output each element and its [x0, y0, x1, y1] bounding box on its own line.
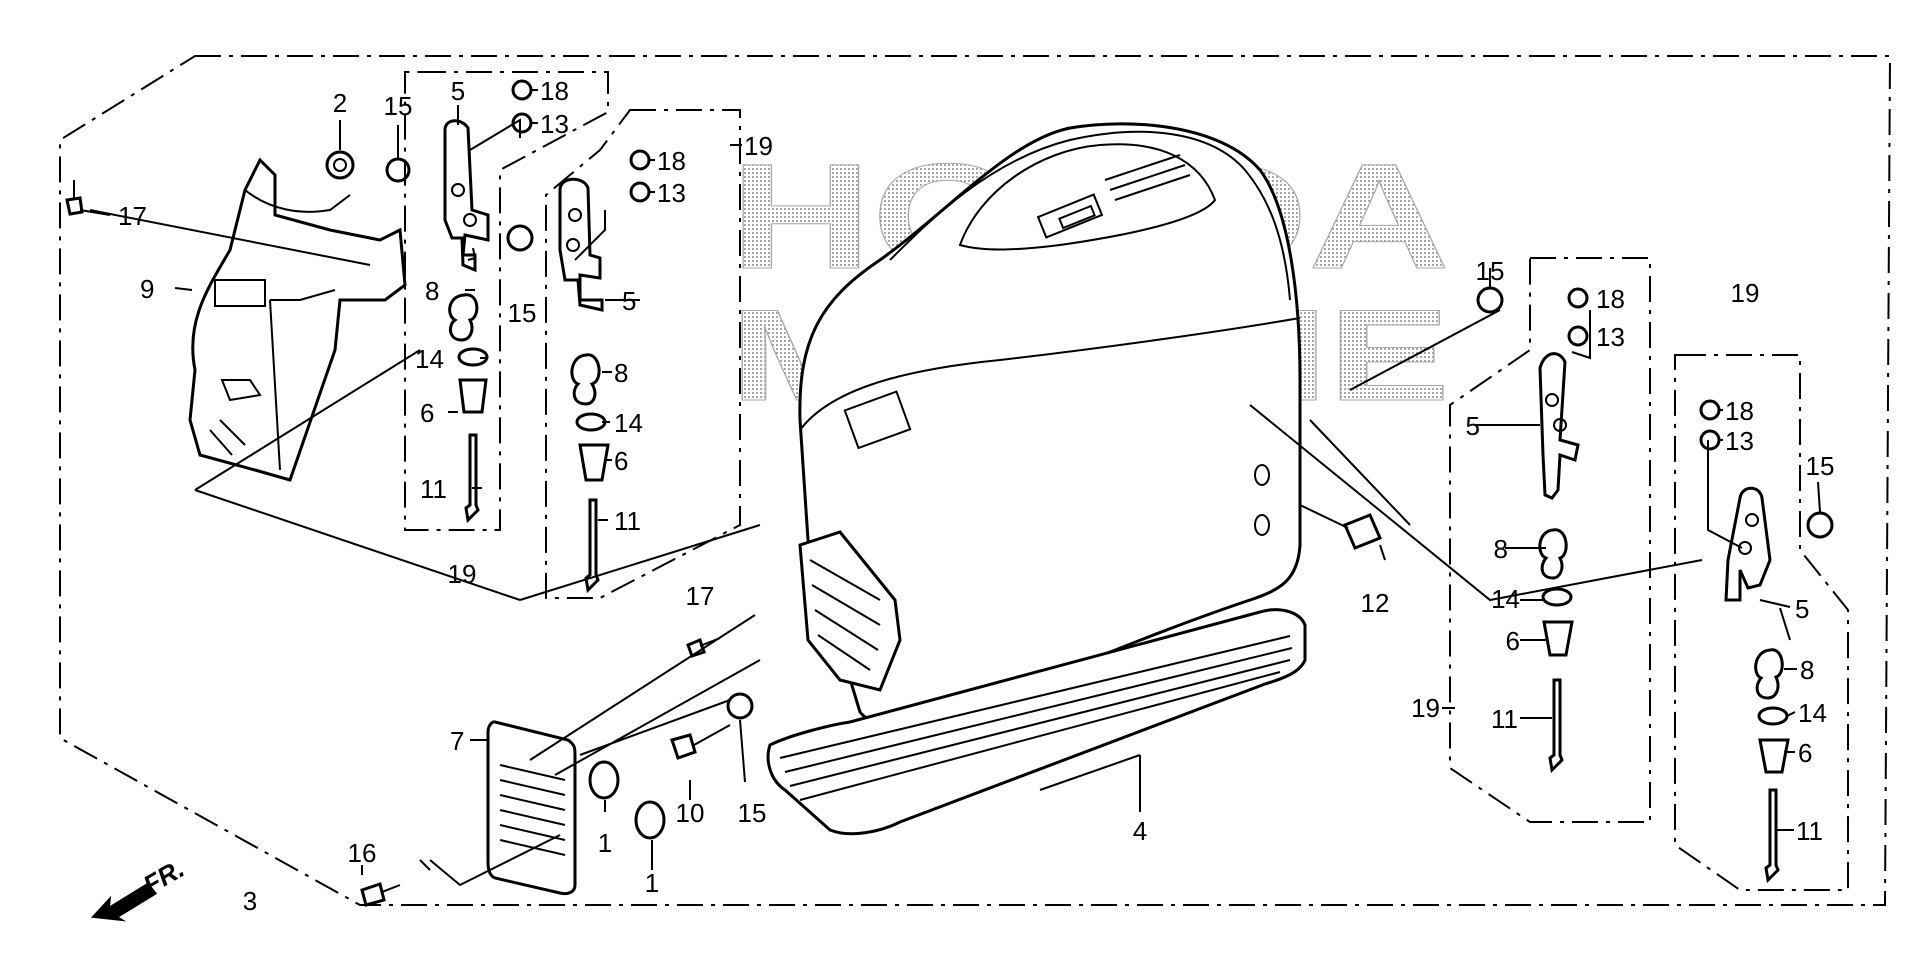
callout-13: 13	[657, 178, 686, 208]
callout-4: 4	[1133, 816, 1147, 846]
leader-lines	[79, 89, 1821, 887]
callout-7: 7	[450, 726, 464, 756]
callout-6: 6	[420, 398, 434, 428]
callout-15: 15	[738, 798, 767, 828]
callout-19: 19	[744, 131, 773, 161]
callout-8: 8	[1800, 655, 1814, 685]
latch-assembly-4	[1724, 486, 1790, 884]
callout-16: 16	[348, 838, 377, 868]
callout-10: 10	[676, 798, 705, 828]
callout-14: 14	[1798, 698, 1827, 728]
callout-15: 15	[1476, 256, 1505, 286]
callout-6: 6	[1506, 626, 1520, 656]
callout-14: 14	[415, 344, 444, 374]
assembly-boundary	[59, 55, 1892, 906]
callout-19: 19	[1411, 693, 1440, 723]
callout-14: 14	[614, 408, 643, 438]
group-boxes	[404, 71, 1849, 891]
callout-3: 3	[243, 886, 257, 916]
latch-assembly-3	[1538, 352, 1580, 774]
callout-2: 2	[333, 88, 347, 118]
callout-13: 13	[1725, 426, 1754, 456]
callout-8: 8	[1494, 534, 1508, 564]
callout-17: 17	[118, 201, 147, 231]
callout-8: 8	[425, 276, 439, 306]
vent-grille	[486, 720, 577, 896]
callout-11: 11	[1796, 816, 1823, 846]
callout-1: 1	[598, 828, 612, 858]
callout-5: 5	[622, 286, 636, 316]
callout-9: 9	[140, 274, 154, 304]
callout-15: 15	[508, 298, 537, 328]
callout-5: 5	[1466, 411, 1480, 441]
callout-11: 11	[1491, 704, 1518, 734]
callout-15: 15	[384, 91, 413, 121]
callout-13: 13	[540, 109, 569, 139]
callout-15: 15	[1806, 451, 1835, 481]
callout-8: 8	[614, 358, 628, 388]
callout-17: 17	[686, 581, 715, 611]
callout-11: 11	[614, 506, 641, 536]
callout-1: 1	[645, 868, 659, 898]
callout-19: 19	[448, 559, 477, 589]
callout-5: 5	[1795, 594, 1809, 624]
front-direction-arrow: FR.	[90, 853, 189, 922]
callout-14: 14	[1491, 584, 1520, 614]
callout-6: 6	[1798, 738, 1812, 768]
callout-12: 12	[1361, 588, 1390, 618]
callout-18: 18	[1596, 284, 1625, 314]
callout-18: 18	[1725, 396, 1754, 426]
callout-6: 6	[614, 446, 628, 476]
engine-cover	[798, 122, 1302, 726]
callout-11: 11	[420, 474, 447, 504]
cover-seal	[766, 608, 1307, 836]
callout-13: 13	[1596, 322, 1625, 352]
latch-assembly-2	[558, 177, 610, 594]
inner-shroud	[188, 157, 407, 482]
callout-18: 18	[657, 146, 686, 176]
callout-5: 5	[451, 76, 465, 106]
callout-labels: 2 15 5 18 13 19 18 13 17 8 15 5 9 14 8 6…	[118, 76, 1834, 916]
callout-18: 18	[540, 76, 569, 106]
hardware-small-parts	[65, 79, 1834, 907]
latch-assembly-1	[443, 119, 490, 524]
callout-19: 19	[1731, 278, 1760, 308]
